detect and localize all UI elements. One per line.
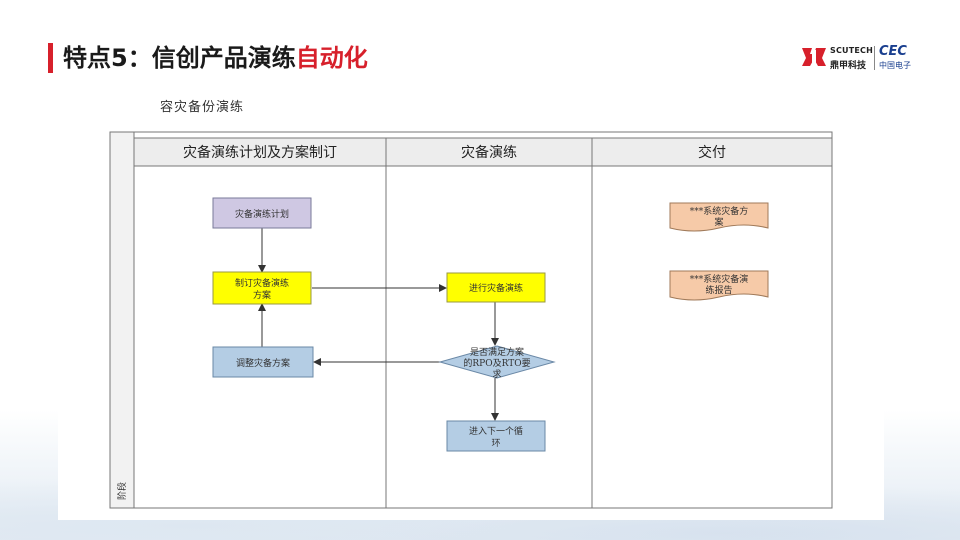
slide-title-main: 特点5：信创产品演练 (63, 44, 296, 72)
node-doc-report (669, 270, 769, 301)
node-execute-label: 进行灾备演练 (469, 282, 523, 294)
pool-label: 阶段 (116, 482, 128, 500)
logo-cec-text: CEC (879, 44, 907, 59)
lane-label-3: 交付 (698, 144, 726, 161)
lane-label-1: 灾备演练计划及方案制订 (183, 144, 337, 161)
slide-title-highlight: 自动化 (295, 44, 368, 72)
diagram-caption: 容灾备份演练 (160, 100, 245, 115)
lane-label-2: 灾备演练 (461, 144, 517, 161)
slide-title: 特点5：信创产品演练自动化 (63, 40, 368, 76)
node-doc-report-label-2: 练报告 (705, 284, 732, 296)
lane-header-3 (591, 137, 833, 167)
logo-scutech-text: SCUTECH (830, 46, 874, 55)
logo-cec-cn-text: 中国电子 (879, 61, 911, 70)
node-formulate (212, 271, 312, 305)
node-decision-label-3: 求 (492, 368, 501, 380)
node-plan-label: 灾备演练计划 (235, 208, 289, 220)
scutech-logo-icon (802, 48, 826, 66)
node-execute (446, 272, 546, 303)
node-next (446, 420, 546, 452)
node-plan (212, 197, 312, 229)
node-doc-plan-label-1: ***系统灾备方 (690, 205, 749, 217)
node-next-label-2: 环 (491, 438, 500, 449)
node-decision-label-1: 是否满足方案 (470, 346, 524, 358)
node-doc-plan-label-2: 案 (714, 216, 723, 228)
node-formulate-label-2: 方案 (253, 289, 271, 301)
title-accent-bar (48, 43, 53, 73)
node-decision (438, 345, 556, 379)
logo-scutech-cn-text: 鼎甲科技 (830, 61, 867, 71)
node-doc-report-label-1: ***系统灾备演 (690, 273, 749, 285)
node-next-label-1: 进入下一个循 (469, 425, 523, 437)
node-adjust (212, 346, 314, 378)
node-doc-plan (669, 202, 769, 232)
node-formulate-label-1: 制订灾备演练 (235, 277, 289, 289)
node-adjust-label: 调整灾备方案 (236, 357, 290, 369)
node-decision-label-2: 的RPO及RTO要 (463, 357, 530, 369)
pool-label-column (109, 131, 135, 509)
pool-border (109, 131, 833, 509)
company-logo: SCUTECH 鼎甲科技 CEC 中国电子 (800, 44, 916, 72)
logo-separator (874, 46, 875, 70)
